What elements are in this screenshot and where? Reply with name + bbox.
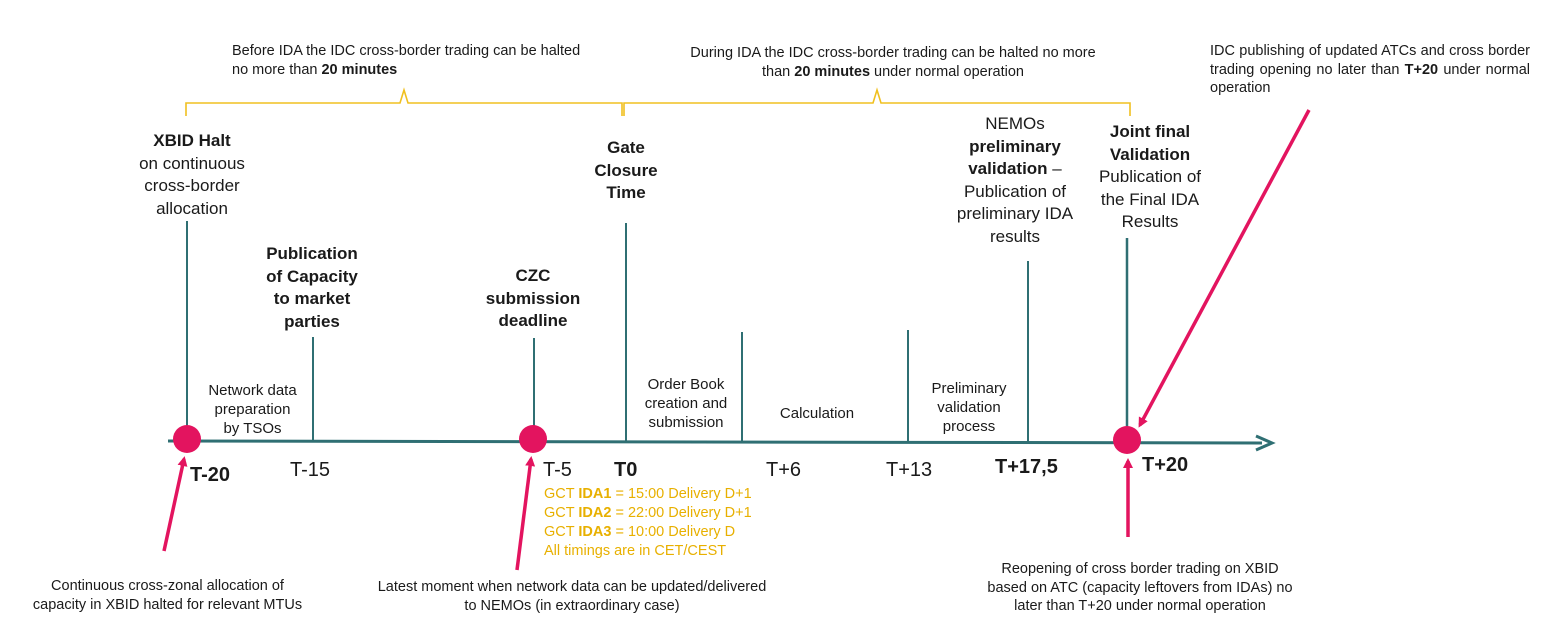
gct-info-ida1: GCT IDA1 = 15:00 Delivery D+1 bbox=[544, 486, 752, 502]
milestone-nemos-line3-rest: – bbox=[1047, 159, 1062, 178]
phase-preliminary-line1: Preliminary bbox=[931, 380, 1007, 397]
phase-network-data: Network data preparation by TSOs bbox=[195, 381, 310, 438]
note-before-ida-bold: 20 minutes bbox=[321, 61, 398, 78]
marker-t-minus-5 bbox=[519, 425, 547, 453]
milestone-xbid-halt-line2: cross-border bbox=[144, 176, 240, 195]
arrow-idc-publishing bbox=[1138, 109, 1311, 428]
note-reopening-line1: Reopening of cross border trading on XBI… bbox=[1001, 561, 1279, 577]
tick-label-t-plus-13: T+13 bbox=[886, 459, 933, 481]
tick-label-t-plus-20: T+20 bbox=[1142, 454, 1189, 476]
note-reopening-line2: based on ATC (capacity leftovers from ID… bbox=[987, 579, 1293, 596]
phase-order-book: Order Book creation and submission bbox=[632, 375, 740, 432]
brace-during-ida bbox=[623, 87, 1131, 116]
note-idc-publishing-bold: T+20 bbox=[1404, 61, 1439, 78]
tick-label-t-plus-17-5: T+17,5 bbox=[995, 456, 1058, 478]
milestone-publication-line3: to market bbox=[273, 289, 351, 308]
note-during-ida-line1: During IDA the IDC cross-border trading … bbox=[690, 45, 1096, 61]
milestone-xbid-halt-title: XBID Halt bbox=[153, 131, 231, 150]
phase-preliminary-line3: process bbox=[942, 418, 996, 435]
tick-label-t0: T0 bbox=[614, 459, 638, 481]
phase-order-book-line3: submission bbox=[648, 414, 724, 431]
timeline-arrowhead bbox=[1255, 434, 1276, 452]
gct-info-timezone: All timings are in CET/CEST bbox=[544, 543, 727, 559]
note-reopening-line3: later than T+20 under normal operation bbox=[1014, 598, 1266, 614]
note-before-ida: Before IDA the IDC cross-border trading … bbox=[232, 42, 582, 79]
milestone-joint-line3: Publication of bbox=[1098, 167, 1202, 186]
milestone-nemos-line6: results bbox=[989, 226, 1041, 246]
phase-network-line2: preparation bbox=[214, 401, 291, 418]
phase-preliminary-validation: Preliminary validation process bbox=[913, 379, 1025, 436]
note-during-ida: During IDA the IDC cross-border trading … bbox=[660, 44, 1126, 81]
phase-network-line3: by TSOs bbox=[223, 420, 282, 437]
tick-label-t-minus-15: T-15 bbox=[290, 459, 331, 481]
gct-info-ida3: GCT IDA3 = 10:00 Delivery D bbox=[544, 524, 736, 540]
note-idc-publishing: IDC publishing of updated ATCs and cross… bbox=[1210, 42, 1530, 98]
note-continuous-line1: Continuous cross-zonal allocation of bbox=[51, 578, 284, 594]
tick-label-t-minus-20: T-20 bbox=[190, 464, 231, 486]
milestone-czc-deadline: CZC submission deadline bbox=[463, 265, 603, 333]
note-idc-publishing-text: IDC publishing of updated ATCs and cross… bbox=[1210, 43, 1530, 78]
note-during-ida-pre: than bbox=[762, 63, 795, 80]
milestone-joint-line5: Results bbox=[1121, 212, 1179, 231]
note-during-ida-post: under normal operation bbox=[870, 63, 1024, 80]
milestone-gct-line3: Time bbox=[606, 183, 646, 202]
marker-t-minus-20 bbox=[173, 425, 201, 453]
milestone-joint-line2: Validation bbox=[1109, 144, 1191, 164]
note-latest-line2: to NEMOs (in extraordinary case) bbox=[464, 597, 680, 614]
marker-t-plus-20 bbox=[1113, 426, 1141, 454]
milestone-publication-line4: parties bbox=[284, 311, 340, 331]
note-during-ida-bold: 20 minutes bbox=[794, 63, 871, 80]
milestone-nemos-line1: NEMOs bbox=[985, 114, 1045, 133]
milestone-nemos-line2: preliminary bbox=[969, 136, 1061, 156]
note-continuous-halt: Continuous cross-zonal allocation of cap… bbox=[10, 577, 325, 614]
note-continuous-line2: capacity in XBID halted for relevant MTU… bbox=[32, 596, 303, 613]
note-idc-publishing-tail: under normal operation bbox=[1210, 61, 1530, 97]
milestone-xbid-halt: XBID Halt on continuous cross-border all… bbox=[112, 130, 272, 220]
phase-calculation: Calculation bbox=[779, 405, 855, 422]
milestone-joint-final: Joint final Validation Publication of th… bbox=[1080, 121, 1220, 234]
milestone-joint-line1: Joint final bbox=[1109, 122, 1191, 141]
milestone-gct-line1: Gate bbox=[607, 138, 645, 157]
phase-order-book-line2: creation and bbox=[644, 395, 728, 412]
tick-label-t-plus-6: T+6 bbox=[766, 459, 802, 481]
note-latest-moment: Latest moment when network data can be u… bbox=[350, 578, 794, 615]
tick-label-t-minus-5: T-5 bbox=[543, 459, 572, 481]
arrow-latest-moment bbox=[515, 456, 536, 571]
milestone-xbid-halt-line1: on continuous bbox=[139, 153, 245, 173]
note-before-ida-text: Before IDA the IDC cross-border trading … bbox=[232, 43, 581, 78]
phase-network-line1: Network data bbox=[208, 382, 297, 399]
milestone-gate-closure: Gate Closure Time bbox=[571, 137, 681, 205]
milestone-xbid-halt-line3: allocation bbox=[156, 198, 228, 218]
milestone-czc-line2: submission bbox=[485, 288, 581, 308]
milestone-nemos-line3-bold: validation bbox=[968, 159, 1048, 178]
note-reopening: Reopening of cross border trading on XBI… bbox=[960, 560, 1320, 616]
timeline-axis bbox=[167, 439, 1263, 445]
milestone-nemos-line4: Publication of bbox=[963, 181, 1067, 201]
arrow-continuous-halt bbox=[162, 456, 188, 552]
note-latest-line1: Latest moment when network data can be u… bbox=[377, 579, 767, 595]
brace-before-ida bbox=[185, 87, 623, 116]
milestone-czc-line1: CZC bbox=[515, 266, 551, 285]
milestone-publication-line2: of Capacity bbox=[266, 266, 358, 286]
gct-info-ida2: GCT IDA2 = 22:00 Delivery D+1 bbox=[544, 505, 752, 521]
gct-info-block: GCT IDA1 = 15:00 Delivery D+1 GCT IDA2 =… bbox=[544, 485, 804, 561]
milestone-nemos-line5: preliminary IDA bbox=[956, 204, 1074, 223]
milestone-gct-line2: Closure bbox=[594, 160, 658, 180]
phase-order-book-line1: Order Book bbox=[647, 376, 725, 393]
milestone-publication-line1: Publication bbox=[266, 244, 358, 263]
milestone-publication-capacity: Publication of Capacity to market partie… bbox=[237, 243, 387, 333]
milestone-joint-line4: the Final IDA bbox=[1100, 189, 1200, 209]
phase-preliminary-line2: validation bbox=[937, 399, 1001, 416]
milestone-nemos-validation: NEMOs preliminary validation – Publicati… bbox=[935, 113, 1095, 248]
milestone-czc-line3: deadline bbox=[498, 311, 568, 330]
